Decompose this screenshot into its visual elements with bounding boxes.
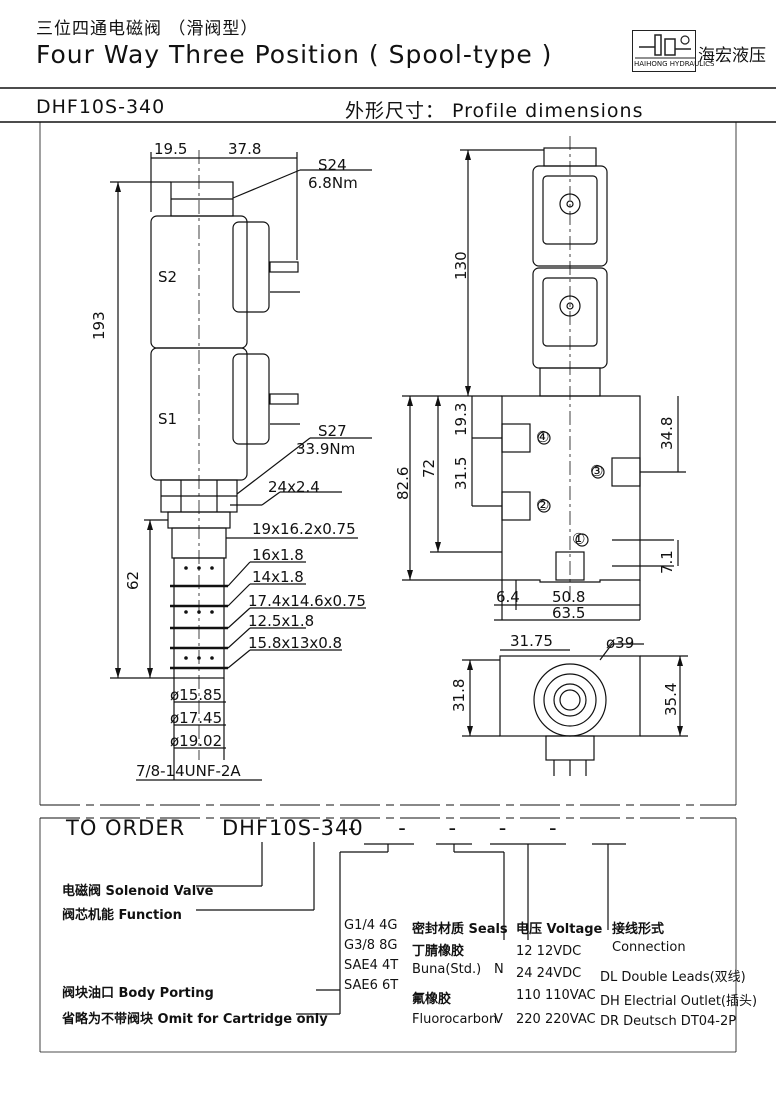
- order-section: [39, 804, 737, 1053]
- dim-s24: S24: [318, 156, 347, 174]
- dim-d19-02: ø19.02: [170, 732, 223, 750]
- dim-31-75: 31.75: [510, 632, 553, 650]
- connector-s1: [232, 353, 270, 445]
- company-logo: HAIHONG HYDRAULICS 海宏液压: [632, 30, 766, 72]
- dim-oring-12-5: 12.5x1.8: [248, 612, 315, 630]
- dim-oring-17-4: 17.4x14.6x0.75: [248, 592, 366, 610]
- seal-buna: Buna(Std.): [412, 962, 482, 977]
- dim-50-8: 50.8: [552, 588, 586, 606]
- title-cn: 三位四通电磁阀 （滑阀型）: [36, 19, 259, 39]
- port-4: [501, 423, 531, 453]
- seal-fluoro-cn: 氟橡胶: [412, 992, 452, 1007]
- order-dashes: - - - - -: [348, 816, 575, 840]
- seal-buna-code: N: [494, 962, 504, 977]
- dim-oring-19x16: 19x16.2x0.75: [252, 520, 356, 538]
- dim-7-1: 7.1: [658, 550, 676, 574]
- connection-title: Connection: [612, 940, 686, 955]
- seal-buna-cn: 丁腈橡胶: [412, 944, 465, 959]
- dim-31-5: 31.5: [452, 456, 470, 490]
- logo-glyph-icon: [635, 34, 695, 59]
- port-option-2: G3/8 8G: [344, 938, 398, 953]
- dim-193: 193: [90, 311, 108, 340]
- model-number: DHF10S-340: [36, 96, 166, 118]
- nut-circle: [533, 663, 607, 737]
- dim-d17-45: ø17.45: [170, 709, 223, 727]
- bottom-block: [499, 655, 641, 737]
- terminal-s1a: [269, 393, 299, 405]
- dim-oring-16x1-8: 16x1.8: [252, 546, 304, 564]
- port-label-2: ②: [536, 496, 550, 514]
- label-omit: 省略为不带阀块 Omit for Cartridge only: [62, 1012, 328, 1027]
- seal-fluoro-code: V: [494, 1012, 503, 1027]
- connection-option-2: DH Electrial Outlet(插头): [600, 994, 758, 1009]
- arrowheads: [115, 150, 683, 736]
- side-view: [110, 150, 372, 781]
- dim-d39: ø39: [606, 634, 635, 652]
- port-2: [501, 491, 531, 521]
- seal-fluoro: Fluorocarbon: [412, 1012, 498, 1027]
- port-option-3: SAE4 4T: [344, 958, 399, 973]
- label-s1: S1: [158, 410, 178, 428]
- logo-sub-text: HAIHONG HYDRAULICS: [634, 60, 715, 68]
- dim-19-3: 19.3: [452, 402, 470, 436]
- dim-19-5: 19.5: [154, 140, 188, 158]
- port-3: [611, 457, 641, 487]
- label-solenoid: 电磁阀 Solenoid Valve: [62, 884, 214, 899]
- dim-oring-24x2-4: 24x2.4: [268, 478, 320, 496]
- port-label-3: ③: [590, 462, 604, 480]
- voltage-option-4: 220 220VAC: [516, 1012, 596, 1027]
- profile-label: 外形尺寸： Profile dimensions: [345, 100, 644, 122]
- dim-s27-torque: 33.9Nm: [296, 440, 356, 458]
- dim-72: 72: [420, 458, 438, 478]
- voltage-option-3: 110 110VAC: [516, 988, 596, 1003]
- port-label-1: ①: [572, 530, 586, 548]
- dim-34-8: 34.8: [658, 416, 676, 450]
- dim-35-4: 35.4: [662, 682, 680, 716]
- order-model: DHF10S-340: [222, 816, 364, 840]
- dim-82-6: 82.6: [394, 466, 412, 500]
- dim-37-8: 37.8: [228, 140, 262, 158]
- port-option-1: G1/4 4G: [344, 918, 398, 933]
- dim-d15-85: ø15.85: [170, 686, 223, 704]
- dim-130: 130: [452, 251, 470, 280]
- logo-cn-text: 海宏液压: [698, 46, 766, 66]
- dim-63-5: 63.5: [552, 604, 586, 622]
- voltage-option-2: 24 24VDC: [516, 966, 582, 981]
- dim-thread: 7/8-14UNF-2A: [136, 762, 241, 780]
- voltage-title: 电压 Voltage: [516, 922, 603, 937]
- title-en: Four Way Three Position ( Spool-type ): [36, 40, 553, 69]
- dim-oring-14x1-8: 14x1.8: [252, 568, 304, 586]
- front-view: [402, 136, 686, 621]
- logo-mark: HAIHONG HYDRAULICS: [632, 30, 715, 72]
- bottom-view: [462, 643, 688, 776]
- port-option-4: SAE6 6T: [344, 978, 399, 993]
- dim-s24-torque: 6.8Nm: [308, 174, 358, 192]
- connection-title-cn: 接线形式: [612, 922, 665, 937]
- dim-s27: S27: [318, 422, 347, 440]
- seals-title: 密封材质 Seals: [412, 922, 508, 937]
- order-title: TO ORDER: [66, 816, 186, 840]
- dim-62: 62: [124, 570, 142, 590]
- connector-s2: [232, 221, 270, 313]
- terminal-s2a: [269, 261, 299, 273]
- port-label-4: ④: [536, 428, 550, 446]
- connection-option-3: DR Deutsch DT04-2P: [600, 1014, 737, 1029]
- label-body-porting: 阀块油口 Body Porting: [62, 986, 214, 1001]
- label-function: 阀芯机能 Function: [62, 908, 182, 923]
- label-s2: S2: [158, 268, 178, 286]
- manifold-block: [501, 395, 641, 583]
- dim-oring-15-8: 15.8x13x0.8: [248, 634, 343, 652]
- dim-31-8: 31.8: [450, 678, 468, 712]
- dim-6-4: 6.4: [496, 588, 520, 606]
- voltage-option-1: 12 12VDC: [516, 944, 582, 959]
- connection-option-1: DL Double Leads(双线): [600, 970, 746, 985]
